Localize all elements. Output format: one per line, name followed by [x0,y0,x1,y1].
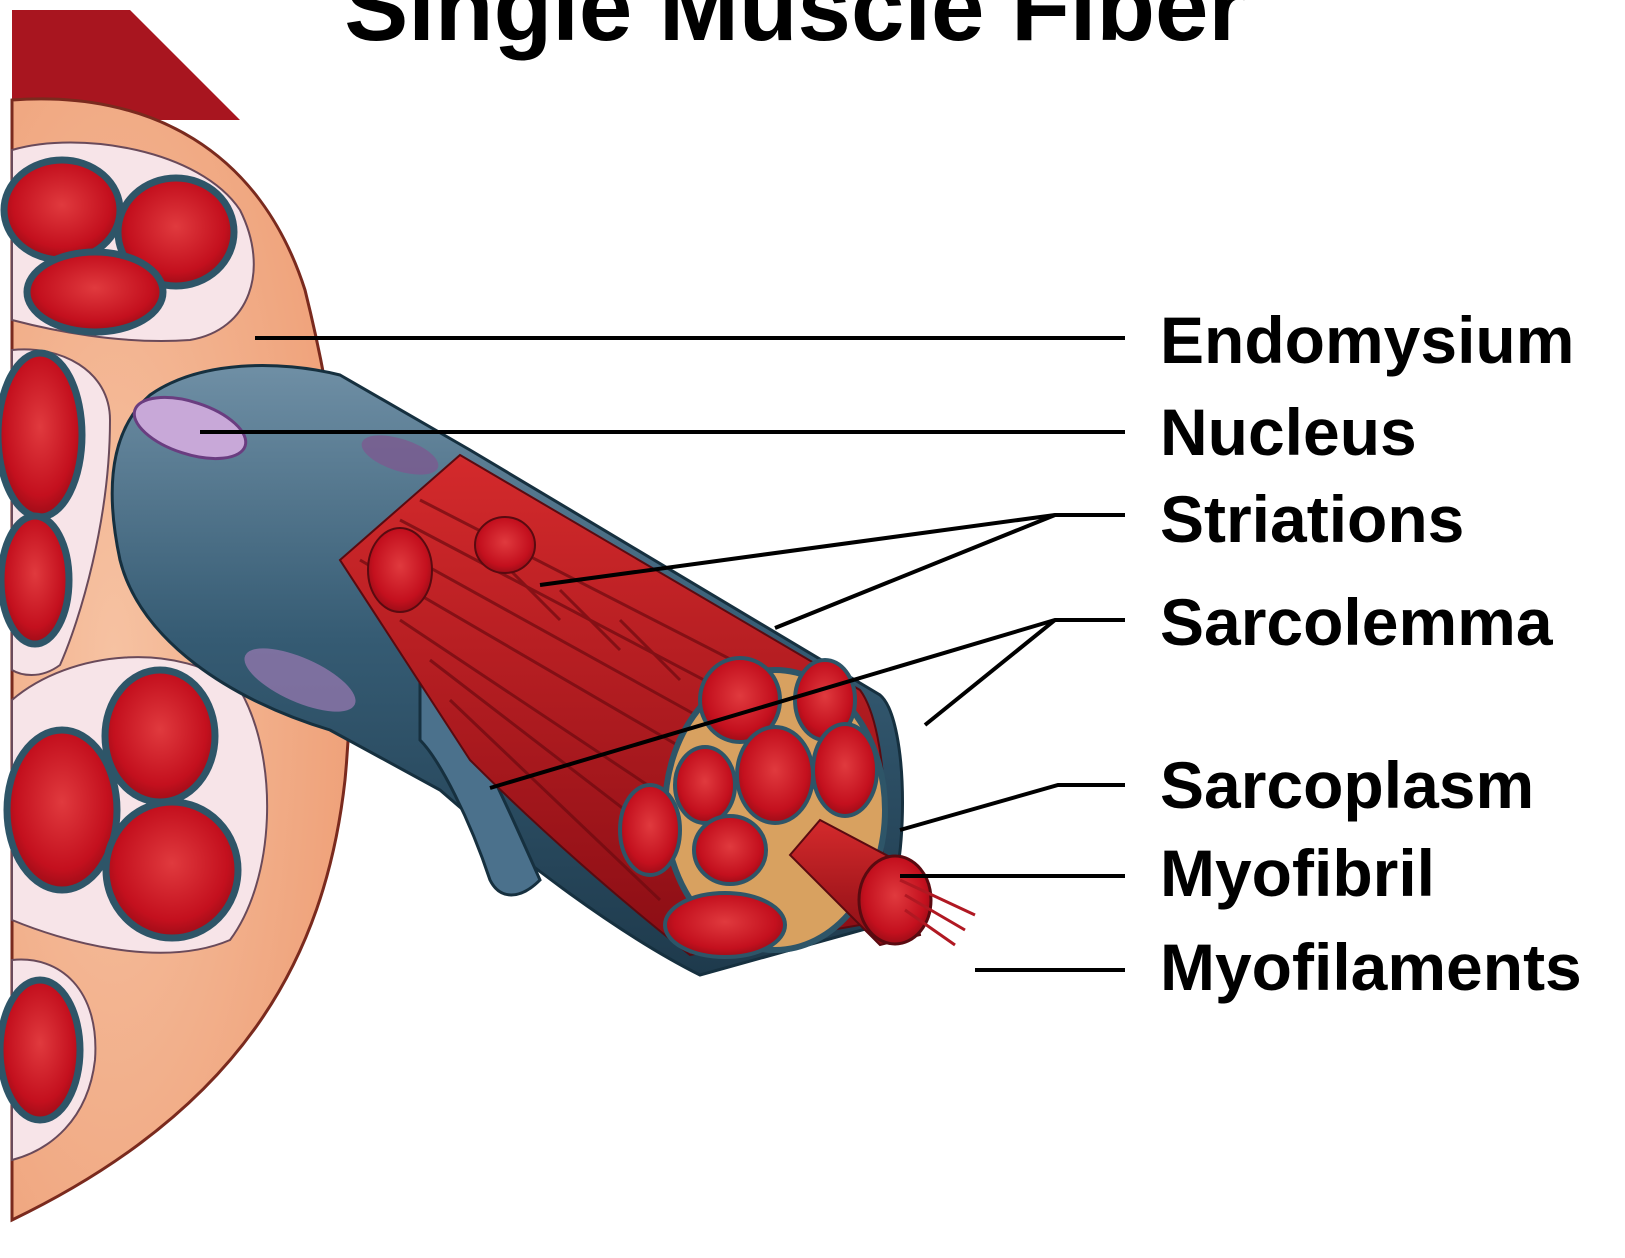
fiber-cross-section [0,980,80,1120]
myofibril-end [859,856,931,944]
labels: Endomysium Nucleus Striations Sarcolemma… [1160,303,1582,1004]
label-sarcoplasm: Sarcoplasm [1160,748,1534,822]
fiber-cross-section [7,730,117,890]
myofibril-end [737,727,813,823]
fiber-cross-section [4,160,120,260]
leader-sarcoplasm [900,785,1125,830]
myofibril-end [694,816,766,884]
myofibril-end [368,528,432,612]
label-striations: Striations [1160,482,1464,556]
fiber-cross-section [27,252,163,332]
myofibril-end [475,517,535,573]
leader-sarcolemma-2 [925,620,1055,725]
fiber-cross-section [105,670,215,802]
label-sarcolemma: Sarcolemma [1160,585,1554,659]
myofibril-end [665,893,785,957]
myofibril-end [813,724,877,816]
fiber-cross-section [0,353,82,517]
diagram-title: Single Muscle Fiber [344,0,1246,61]
fiber-cross-section [106,802,238,938]
leader-striations-2 [775,515,1055,628]
myofibril-end [675,747,735,823]
fiber-cross-section [1,516,69,644]
label-nucleus: Nucleus [1160,395,1417,469]
label-myofilaments: Myofilaments [1160,930,1582,1004]
label-myofibril: Myofibril [1160,836,1435,910]
myofibril-end [620,785,680,875]
label-endomysium: Endomysium [1160,303,1574,377]
